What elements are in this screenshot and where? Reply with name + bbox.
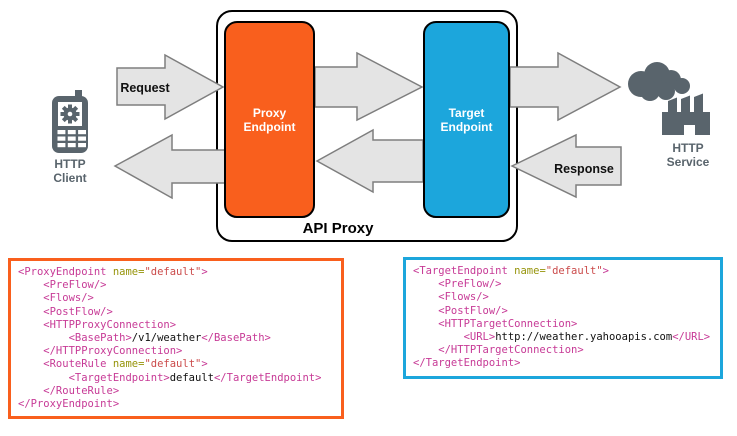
code-line: <BasePath>/v1/weather</BasePath> — [18, 332, 271, 345]
http-service-label-2: Service — [667, 155, 710, 169]
code-line: <RouteRule name="default"> — [18, 358, 208, 371]
code-line: <HTTPTargetConnection> — [413, 317, 578, 330]
request-arrow — [116, 53, 225, 121]
mobile-phone-icon — [52, 90, 88, 153]
proxy-to-target-arrow — [314, 51, 424, 122]
http-service-label-1: HTTP — [672, 141, 703, 155]
code-line: <TargetEndpoint>default</TargetEndpoint> — [18, 371, 322, 384]
target-to-service-arrow — [509, 51, 622, 122]
code-line: <TargetEndpoint name="default"> — [413, 265, 609, 277]
code-line: <ProxyEndpoint name="default"> — [18, 266, 208, 278]
response-arrow — [510, 133, 622, 199]
code-line: <PreFlow/> — [18, 279, 107, 292]
http-client-label-1: HTTP — [54, 157, 85, 171]
response-to-client-arrow — [113, 133, 226, 200]
code-line: <HTTPProxyConnection> — [18, 318, 177, 331]
response-label: Response — [554, 162, 614, 176]
target-to-proxy-arrow — [315, 128, 424, 194]
code-line: <PreFlow/> — [413, 278, 502, 291]
target-endpoint-label-1: Target — [448, 105, 485, 120]
http-client-label-2: Client — [53, 171, 86, 185]
code-line: </HTTPProxyConnection> — [18, 345, 183, 358]
target-endpoint-xml-code: <TargetEndpoint name="default"> <PreFlow… — [403, 257, 723, 379]
proxy-endpoint-label-2: Endpoint — [243, 119, 296, 134]
code-line: </ProxyEndpoint> — [18, 398, 120, 411]
proxy-endpoint-label-1: Proxy — [252, 105, 287, 120]
proxy-endpoint-box: Proxy Endpoint — [224, 21, 315, 218]
proxy-endpoint-xml-code: <ProxyEndpoint name="default"> <PreFlow/… — [8, 258, 344, 420]
code-line: <Flows/> — [18, 292, 94, 305]
code-line: <PostFlow/> — [18, 305, 113, 318]
code-line: <PostFlow/> — [413, 304, 508, 317]
target-endpoint-box: Target Endpoint — [423, 21, 510, 218]
api-proxy-label: API Proxy — [302, 220, 374, 237]
code-line: </HTTPTargetConnection> — [413, 344, 584, 357]
factory-with-smoke-icon — [628, 62, 710, 135]
target-endpoint-label-2: Endpoint — [440, 119, 493, 134]
request-label: Request — [120, 81, 170, 95]
gear-icon — [60, 104, 80, 124]
code-line: </TargetEndpoint> — [413, 357, 521, 370]
code-line: </RouteRule> — [18, 384, 120, 397]
code-line: <Flows/> — [413, 291, 489, 304]
code-line: <URL>http://weather.yahooapis.com</URL> — [413, 331, 711, 344]
